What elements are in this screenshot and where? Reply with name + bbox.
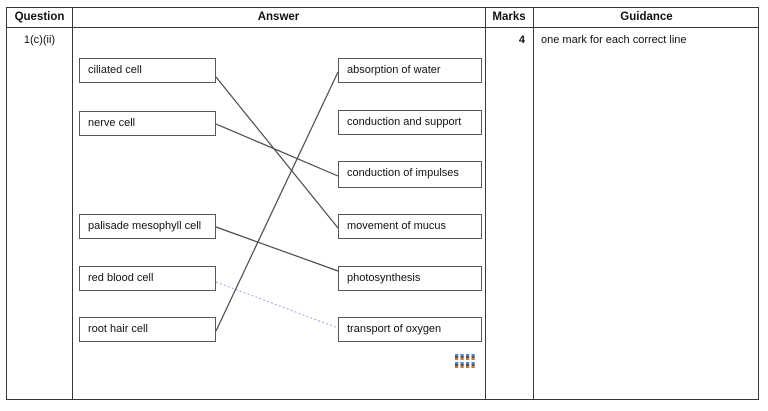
function-box: absorption of water <box>338 58 482 83</box>
column-divider-guidance <box>533 8 535 399</box>
cell-type-box: ciliated cell <box>79 58 216 83</box>
header-guidance: Guidance <box>620 11 673 23</box>
matching-diagram: ciliated cell nerve cell palisade mesophyl… <box>7 8 758 399</box>
function-box: conduction and support <box>338 110 482 135</box>
header-question: Question <box>14 11 65 23</box>
function-box: conduction of impulses <box>338 161 482 188</box>
cell-type-box: palisade mesophyll cell <box>79 214 216 239</box>
marks-value: 4 <box>518 34 525 46</box>
connection-line <box>215 76 339 229</box>
connection-line <box>215 226 339 272</box>
function-box: movement of mucus <box>338 214 482 239</box>
connection-line <box>215 123 339 177</box>
function-box: transport of oxygen <box>338 317 482 342</box>
column-divider-marks <box>485 8 487 399</box>
cell-type-box: red blood cell <box>79 266 216 291</box>
column-divider-question <box>72 8 74 399</box>
function-box: photosynthesis <box>338 266 482 291</box>
header-divider <box>7 26 758 28</box>
cell-type-box: root hair cell <box>79 317 216 342</box>
header-marks: Marks <box>492 11 526 23</box>
guidance-text: one mark for each correct line <box>541 34 687 46</box>
connection-line-dotted <box>215 281 339 329</box>
cell-type-box: nerve cell <box>79 111 216 136</box>
mark-scheme-table: Question Answer Marks Guidance 1(c)(ii) … <box>6 7 759 400</box>
question-number: 1(c)(ii) <box>23 34 56 46</box>
connection-line <box>215 71 339 332</box>
grid-dots-icon <box>455 354 475 368</box>
header-answer: Answer <box>257 11 300 23</box>
